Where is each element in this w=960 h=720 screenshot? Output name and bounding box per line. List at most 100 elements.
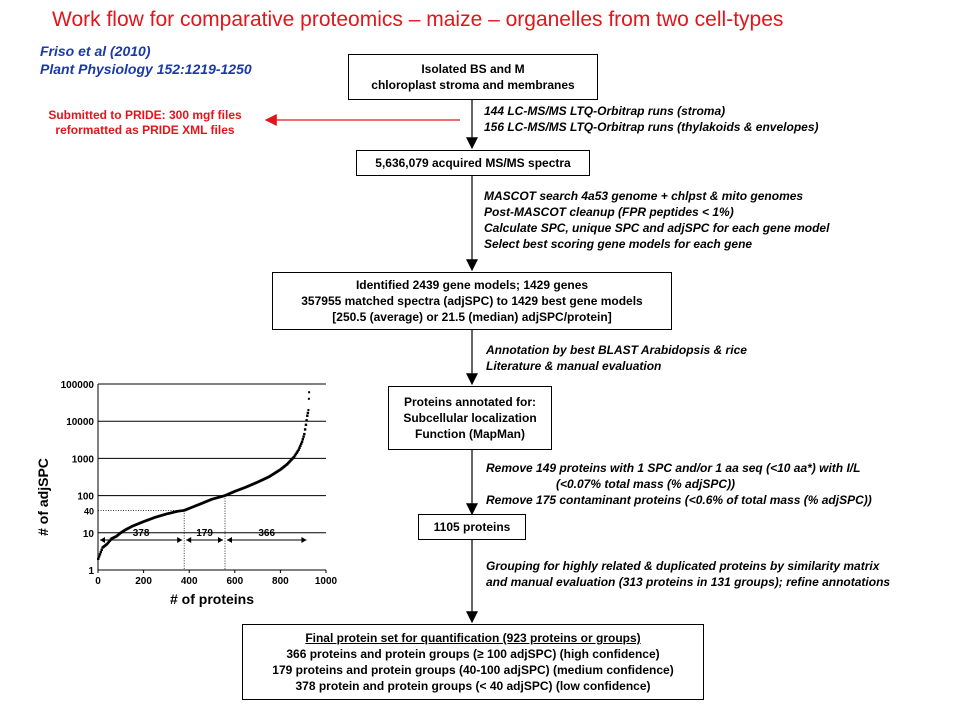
box-isolated-chloroplast: Isolated BS and M chloroplast stroma and…: [348, 54, 598, 100]
x-axis-title: # of proteins: [170, 591, 254, 607]
note-remove-line-1: Remove 149 proteins with 1 SPC and/or 1 …: [486, 461, 861, 475]
y-tick-label-40: 40: [84, 506, 94, 516]
box-annotated-line-3: Function (MapMan): [415, 427, 525, 441]
pride-line-1: Submitted to PRIDE: 300 mgf files: [48, 108, 242, 122]
x-tick-label: 0: [95, 576, 101, 587]
y-tick-label: 10: [83, 529, 95, 540]
data-point: [306, 414, 309, 417]
page-title: Work flow for comparative proteomics – m…: [52, 8, 784, 31]
note-annotation-line-2: Literature & manual evaluation: [486, 359, 662, 373]
box-identified-line-1: Identified 2439 gene models; 1429 genes: [355, 278, 589, 292]
data-point: [306, 411, 310, 415]
box-final-line-medium: 179 proteins and protein groups (40-100 …: [272, 663, 674, 677]
box-final-line-low: 378 protein and protein groups (< 40 adj…: [295, 679, 651, 693]
data-point: [302, 435, 305, 438]
y-tick-label: 100000: [61, 380, 95, 391]
segment-label: 179: [196, 528, 213, 539]
box-final-protein-set: Final protein set for quantification (92…: [242, 624, 704, 700]
segment-label: 366: [258, 528, 275, 539]
data-point: [98, 553, 102, 556]
pride-line-2: reformatted as PRIDE XML files: [55, 123, 235, 137]
note-remove-line-3: Remove 175 contaminant proteins (<0.6% o…: [486, 493, 872, 507]
data-point: [97, 555, 101, 558]
box-isolated-line-2: chloroplast stroma and membranes: [371, 78, 575, 92]
box-annotated-line-1: Proteins annotated for:: [403, 395, 536, 409]
box-final-heading: Final protein set for quantification (92…: [305, 631, 641, 645]
citation-journal: Plant Physiology 152:1219-1250: [40, 61, 252, 77]
data-point: [292, 455, 296, 459]
data-point: [307, 397, 310, 400]
note-lcms-runs: 144 LC-MS/MS LTQ-Orbitrap runs (stroma) …: [484, 103, 819, 135]
note-mascot-processing: MASCOT search 4a53 genome + chlpst & mit…: [484, 188, 829, 252]
segment-arrowhead-right: [177, 537, 183, 543]
note-mascot-line-2: Post-MASCOT cleanup (FPR peptides < 1%): [484, 205, 734, 219]
y-tick-label: 1000: [72, 454, 95, 465]
data-point: [298, 446, 301, 450]
data-point: [308, 391, 311, 394]
data-point: [99, 550, 103, 554]
segment-arrowhead-right: [301, 537, 307, 543]
data-point: [303, 432, 306, 436]
segment-arrowhead-left: [226, 537, 232, 543]
box-final-line-high: 366 proteins and protein groups (≥ 100 a…: [286, 647, 660, 661]
data-point: [307, 409, 310, 412]
data-point: [296, 450, 299, 453]
data-point: [97, 557, 100, 561]
data-point: [299, 444, 302, 447]
box-proteins-line: 1105 proteins: [433, 520, 511, 534]
note-runs-thylakoids: 156 LC-MS/MS LTQ-Orbitrap runs (thylakoi…: [484, 120, 819, 134]
data-point: [301, 438, 305, 441]
note-grouping-line-2: and manual evaluation (313 proteins in 1…: [486, 575, 891, 589]
note-mascot-line-4: Select best scoring gene models for each…: [484, 237, 753, 251]
chart-points: [97, 391, 311, 561]
data-point: [297, 448, 300, 452]
y-tick-label: 100: [77, 492, 94, 503]
x-tick-label: 800: [272, 576, 289, 587]
note-annotation-line-1: Annotation by best BLAST Arabidopsis & r…: [486, 343, 747, 357]
y-axis-title: # of adjSPC: [35, 458, 51, 536]
note-mascot-line-3: Calculate SPC, unique SPC and adjSPC for…: [484, 221, 830, 235]
note-annotation: Annotation by best BLAST Arabidopsis & r…: [486, 342, 747, 374]
note-mascot-line-1: MASCOT search 4a53 genome + chlpst & mit…: [484, 189, 804, 203]
note-grouping: Grouping for highly related & duplicated…: [486, 558, 890, 590]
citation-authors: Friso et al (2010): [40, 43, 151, 59]
y-tick-label: 1: [88, 566, 94, 577]
pride-submission-note: Submitted to PRIDE: 300 mgf files reform…: [30, 108, 260, 138]
box-spectra-line: 5,636,079 acquired MS/MS spectra: [375, 156, 571, 170]
segment-arrowhead-left: [100, 537, 105, 543]
box-identified-gene-models: Identified 2439 gene models; 1429 genes …: [272, 272, 672, 330]
x-tick-label: 1000: [315, 576, 338, 587]
data-point: [100, 548, 103, 552]
box-identified-line-2: 357955 matched spectra (adjSPC) to 1429 …: [301, 294, 643, 308]
segment-arrowhead-left: [186, 537, 192, 543]
chart-axes: [97, 384, 327, 573]
data-point: [305, 419, 308, 422]
data-point: [293, 454, 297, 457]
data-point: [300, 442, 303, 445]
box-isolated-line-1: Isolated BS and M: [421, 62, 525, 76]
note-runs-stroma: 144 LC-MS/MS LTQ-Orbitrap runs (stroma): [484, 104, 726, 118]
data-point: [303, 428, 307, 431]
chart-gridlines: [98, 383, 326, 570]
data-point: [295, 451, 299, 454]
x-tick-label: 200: [135, 576, 152, 587]
box-acquired-spectra: 5,636,079 acquired MS/MS spectra: [356, 150, 590, 176]
y-tick-label: 10000: [66, 417, 94, 428]
box-proteins-annotated: Proteins annotated for: Subcellular loca…: [388, 386, 552, 450]
segment-arrowhead-right: [217, 537, 223, 543]
note-remove-line-2: (<0.07% total mass (% adjSPC)): [556, 477, 736, 491]
citation: Friso et al (2010) Plant Physiology 152:…: [40, 42, 252, 78]
segment-label: 378: [133, 528, 150, 539]
box-annotated-line-2: Subcellular localization: [403, 411, 537, 425]
data-point: [300, 440, 304, 443]
note-remove-proteins: Remove 149 proteins with 1 SPC and/or 1 …: [486, 460, 872, 508]
x-tick-label: 600: [226, 576, 243, 587]
data-point: [304, 423, 308, 427]
data-point: [294, 452, 298, 456]
x-tick-label: 400: [181, 576, 198, 587]
box-identified-line-3: [250.5 (average) or 21.5 (median) adjSPC…: [332, 310, 612, 324]
note-grouping-line-1: Grouping for highly related & duplicated…: [486, 559, 880, 573]
